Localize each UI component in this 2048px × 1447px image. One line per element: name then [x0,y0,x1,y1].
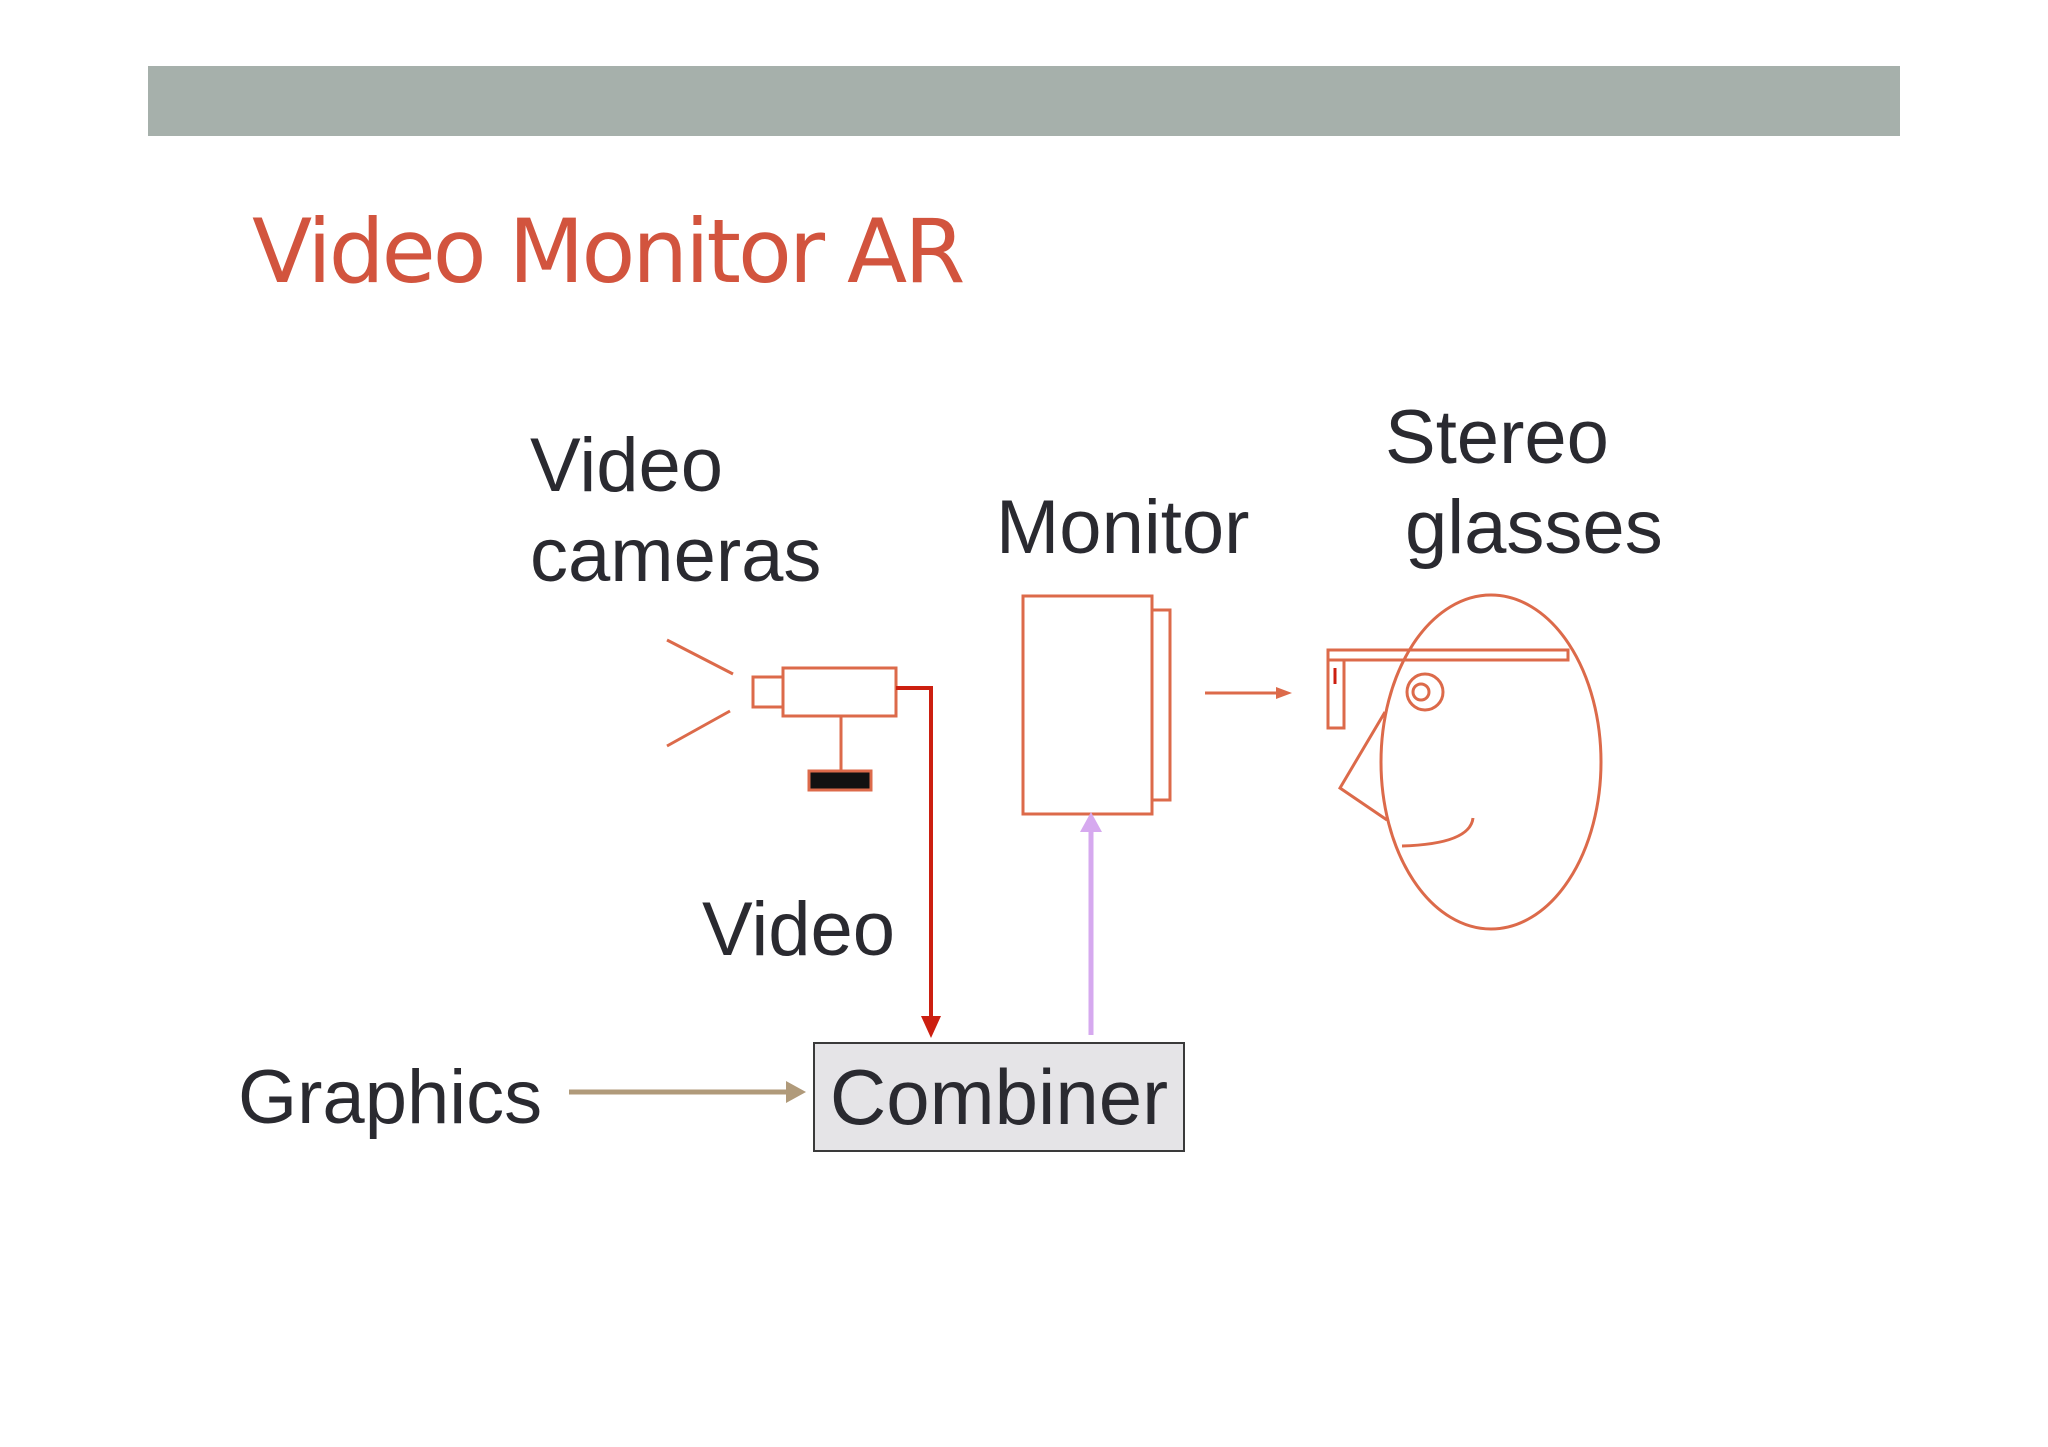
combiner-box: Combiner [813,1042,1185,1152]
combiner-to-monitor-arrow [1080,812,1102,1035]
mouth [1401,817,1475,848]
glasses-temple [1326,648,1570,662]
stereo-glasses-label-line1: Stereo [1385,395,1609,480]
video-camera-icon [666,638,898,792]
monitor-screen [1021,594,1154,816]
video-cameras-label-line2: cameras [530,513,822,598]
combiner-to-monitor-arrowhead [1080,812,1102,832]
nose [1337,711,1388,822]
monitor-label: Monitor [996,485,1250,570]
graphics-arrowhead [786,1081,806,1103]
monitor-icon [1021,594,1172,816]
video-cameras-label-line1: Video [530,423,724,508]
eye-outer [1405,672,1445,712]
camera-body [781,666,898,718]
header-bar [148,66,1900,136]
camera-view-line-top [666,638,734,676]
viewer-head-icon [1326,593,1603,931]
head-outline [1379,593,1603,931]
camera-base [807,769,873,792]
monitor-to-glasses-arrow [1205,687,1292,699]
eye-inner [1411,682,1431,702]
video-signal-label: Video [702,887,896,972]
video-arrowhead [921,1016,941,1038]
graphics-label: Graphics [238,1055,543,1140]
graphics-to-combiner-arrow [569,1081,806,1103]
combiner-label: Combiner [829,1053,1169,1141]
video-signal-arrow [896,686,941,1038]
stereo-glasses-label-line2: glasses [1405,485,1663,570]
glasses-lens [1326,658,1346,730]
camera-lens [751,675,785,709]
slide-title: Video Monitor AR [252,200,965,303]
monitor-side [1150,608,1172,802]
camera-view-line-bottom [666,709,731,748]
monitor-to-glasses-arrowhead [1276,687,1292,699]
